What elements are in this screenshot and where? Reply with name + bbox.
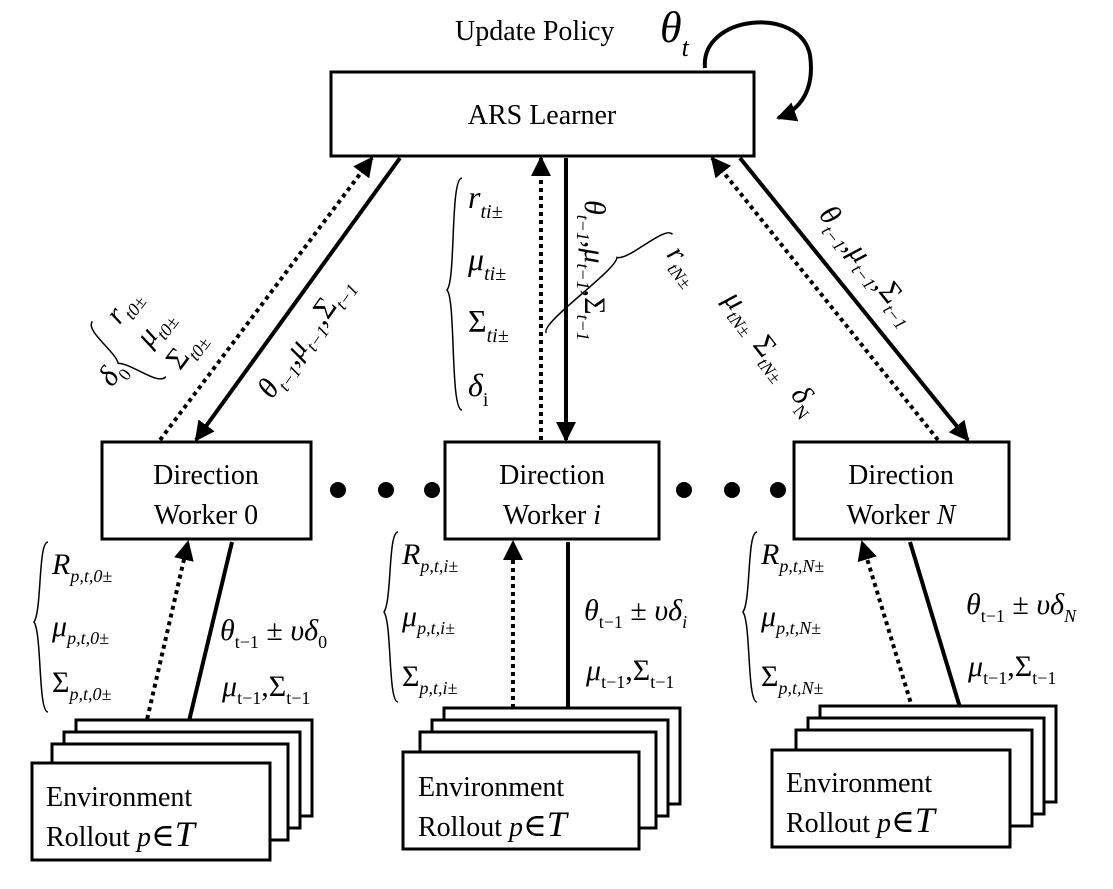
ellipsis-left <box>330 482 440 498</box>
svg-text:μt−1,Σt−1: μt−1,Σt−1 <box>221 670 310 708</box>
lower-params-N: θt−1 ± υδN μt−1,Σt−1 <box>966 588 1077 688</box>
update-policy-label: Update Policy <box>455 16 614 47</box>
worker-N-line1: Direction <box>848 460 954 491</box>
environment-N-line1: Environment <box>786 768 932 799</box>
environment-N-line2: Rollout p∈T <box>786 800 938 840</box>
upper-returns-N: rtN± <box>545 232 710 334</box>
upper-delta-N: δN <box>781 379 828 424</box>
upper-returns-0: rt0± μt0± Σt0± <box>90 292 215 380</box>
upper-returns-i: rti± μti± Σti± δi <box>445 177 509 411</box>
param-arrow-N <box>738 156 970 442</box>
worker-i-line2: Worker i <box>503 500 601 531</box>
svg-text:Σp,t,N±: Σp,t,N± <box>761 660 823 698</box>
svg-text:θt−1 ± υδ0: θt−1 ± υδ0 <box>220 614 327 652</box>
worker-box-N: Direction Worker N <box>792 440 1011 541</box>
svg-text:Rp,t,0±: Rp,t,0± <box>51 548 112 586</box>
worker-0-line1: Direction <box>153 460 259 491</box>
svg-text:Rp,t,N±: Rp,t,N± <box>760 538 824 576</box>
svg-text:μp,t,i±: μp,t,i± <box>401 600 455 638</box>
environment-stack-N: Environment Rollout p∈T <box>770 704 1058 849</box>
svg-text:θt−1 ± υδN: θt−1 ± υδN <box>966 588 1077 626</box>
env-return-arrow-0 <box>138 540 194 751</box>
lower-returns-i: Rp,t,i± μp,t,i± Σp,t,i± <box>383 531 458 703</box>
svg-text:Σti±: Σti± <box>468 303 509 347</box>
svg-text:μt−1,Σt−1: μt−1,Σt−1 <box>967 650 1056 688</box>
param-arrow-0 <box>194 156 402 442</box>
env-param-arrow-N <box>908 541 973 736</box>
environment-i-line1: Environment <box>418 772 564 803</box>
upper-sigma-N: ΣtN± <box>743 329 800 387</box>
ars-learner-label: ARS Learner <box>468 100 617 131</box>
svg-text:δi: δi <box>468 367 489 411</box>
svg-text:θt−1 ± υδi: θt−1 ± υδi <box>584 594 687 632</box>
svg-text:rti±: rti± <box>468 179 503 223</box>
svg-text:Rp,t,i±: Rp,t,i± <box>401 538 458 576</box>
worker-N-line2: Worker N <box>847 500 957 531</box>
return-arrow-0 <box>158 156 374 442</box>
svg-text:Σp,t,0±: Σp,t,0± <box>52 666 111 704</box>
svg-text:μti±: μti± <box>467 241 506 285</box>
upper-delta-0: δ0 <box>91 354 135 395</box>
lower-returns-N: Rp,t,N± μp,t,N± Σp,t,N± <box>742 531 824 703</box>
lower-returns-0: Rp,t,0± μp,t,0± Σp,t,0± <box>33 541 112 713</box>
update-theta: θt <box>660 3 690 62</box>
environment-0-line1: Environment <box>46 782 192 813</box>
svg-text:μp,t,0±: μp,t,0± <box>51 610 109 648</box>
upper-mu-N: μtN± <box>713 283 769 340</box>
environment-i-line2: Rollout p∈T <box>418 804 570 844</box>
svg-text:rtN±: rtN± <box>656 239 710 293</box>
ars-learner-box: ARS Learner <box>329 70 756 158</box>
svg-text:Σp,t,i±: Σp,t,i± <box>402 660 457 698</box>
upper-params-i: θt−1,μt−1,Σt−1 <box>573 200 611 341</box>
environment-stack-i: Environment Rollout p∈T <box>401 706 682 851</box>
environment-stack-0: Environment Rollout p∈T <box>30 718 314 862</box>
worker-0-line2: Worker 0 <box>154 500 258 531</box>
ellipsis-right <box>676 482 786 498</box>
svg-text:μt−1,Σt−1: μt−1,Σt−1 <box>585 654 674 692</box>
lower-params-0: θt−1 ± υδ0 μt−1,Σt−1 <box>220 614 327 708</box>
worker-box-0: Direction Worker 0 <box>100 440 313 541</box>
lower-params-i: θt−1 ± υδi μt−1,Σt−1 <box>584 594 687 692</box>
worker-box-i: Direction Worker i <box>443 440 661 541</box>
environment-0-line2: Rollout p∈T <box>46 814 198 854</box>
env-param-arrow-0 <box>178 541 234 744</box>
svg-text:μp,t,N±: μp,t,N± <box>760 600 821 638</box>
worker-i-line1: Direction <box>499 460 605 491</box>
self-loop-arrow <box>702 20 813 122</box>
